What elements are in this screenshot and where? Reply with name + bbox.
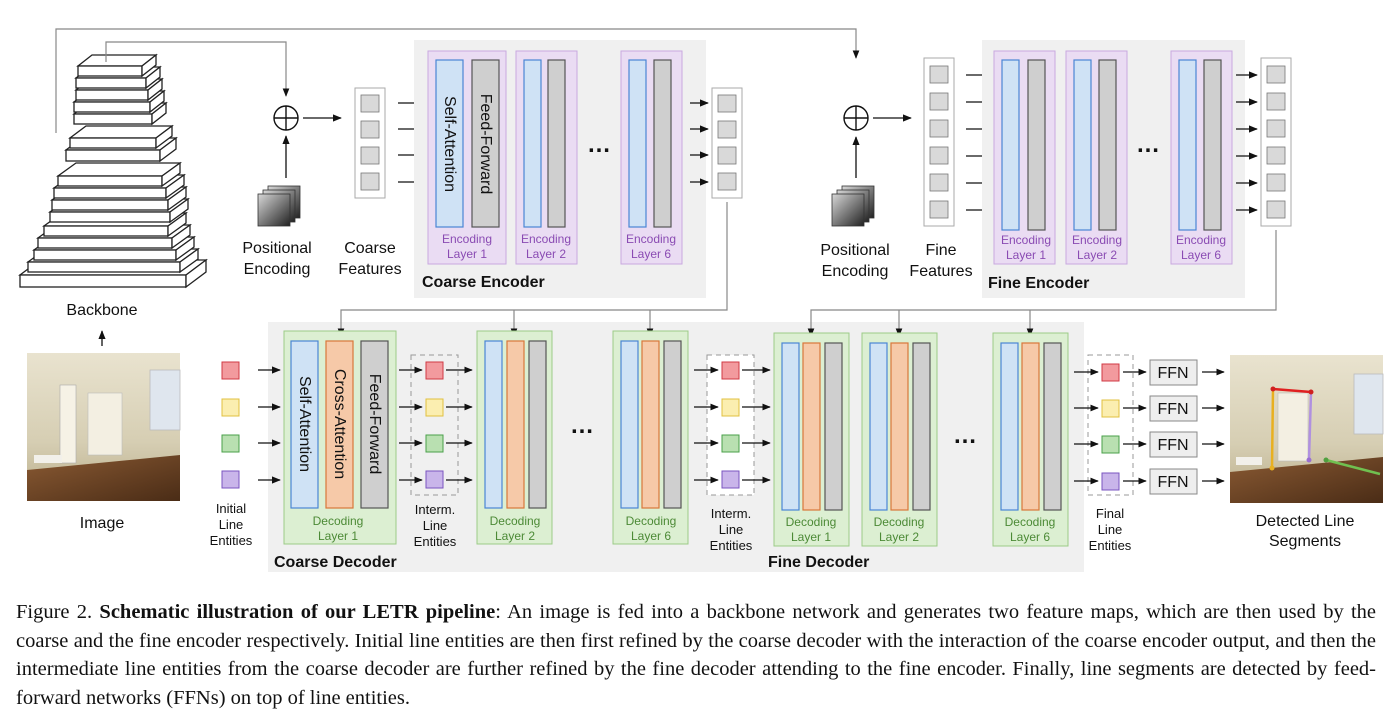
feature-map-connectors	[55, 28, 860, 133]
fine-dec-layer6-word: Decoding	[1005, 515, 1056, 529]
ffn-boxes	[1149, 359, 1198, 495]
fine-dec-layer2-word: Decoding	[874, 515, 925, 529]
coarse-enc-layer1-word: Encoding	[442, 232, 492, 246]
coarse-encoder-output-column	[711, 87, 743, 199]
coarse-dec-layer2-word: Decoding	[490, 514, 541, 528]
coarse-encoder-title: Coarse Encoder	[422, 274, 545, 291]
coarse-dec-self-attention-label: Self-Attention	[296, 376, 313, 472]
fine-features-label-1: Fine	[925, 242, 956, 259]
coarse-dec-layer6-num: Layer 6	[631, 529, 671, 543]
fine-features-label-2: Features	[909, 263, 972, 280]
coarse-decoder-title: Coarse Decoder	[274, 554, 397, 571]
coarse-enc-layer2-word: Encoding	[521, 232, 571, 246]
coarse-encoder	[414, 40, 706, 298]
between-interm-label-1: Interm.	[711, 506, 751, 521]
backbone-label: Backbone	[66, 302, 137, 319]
fine-enc-ellipsis: …	[1136, 131, 1160, 158]
coarse-enc-self-attention-label: Self-Attention	[441, 96, 458, 192]
between-decoders-arrows	[694, 366, 771, 484]
ffn-label-4: FFN	[1157, 474, 1188, 491]
coarse-dec-layer1-word: Decoding	[313, 514, 364, 528]
final-line-entities	[1087, 354, 1134, 496]
coarse-features-label-1: Coarse	[344, 240, 396, 257]
coarse-enc-layer6-num: Layer 6	[631, 247, 671, 261]
caption-title: Schematic illustration of our LETR pipel…	[99, 601, 496, 623]
final-entities-label-2: Line	[1098, 522, 1123, 537]
ffn-label-2: FFN	[1157, 401, 1188, 418]
fine-dec-ellipsis: …	[953, 422, 977, 449]
final-entity-arrows	[1074, 368, 1147, 485]
fine-enc-layer1-word: Encoding	[1001, 233, 1051, 247]
encoder-to-decoder-connectors	[337, 202, 1277, 337]
fine-dec-layer2-num: Layer 2	[879, 530, 919, 544]
fine-enc-layer6-num: Layer 6	[1181, 248, 1221, 262]
ffn-label-1: FFN	[1157, 365, 1188, 382]
fine-add-icon	[843, 105, 869, 131]
coarse-decoder-layers	[283, 330, 689, 545]
coarse-dec-feed-forward-label: Feed-Forward	[366, 374, 383, 474]
coarse-interm-label-3: Entities	[414, 534, 457, 549]
fine-dec-layer1-num: Layer 1	[791, 530, 831, 544]
fine-dec-layer6-num: Layer 6	[1010, 530, 1050, 544]
initial-entities-label-2: Line	[219, 517, 244, 532]
fine-encoder-title: Fine Encoder	[988, 275, 1089, 292]
fine-enc-layer1-num: Layer 1	[1006, 248, 1046, 262]
fine-decoder-layers	[773, 332, 1069, 547]
coarse-enc-layer1-num: Layer 1	[447, 247, 487, 261]
between-decoders-interm-entities	[706, 354, 755, 496]
coarse-enc-feed-forward-label: Feed-Forward	[477, 94, 494, 194]
backbone-stack	[18, 53, 208, 289]
final-entities-label-3: Entities	[1089, 538, 1132, 553]
fine-encoder-out-arrows	[1236, 71, 1258, 214]
coarse-dec-layer2-num: Layer 2	[495, 529, 535, 543]
coarse-dec-cross-attention-label: Cross-Attention	[331, 369, 348, 479]
coarse-enc-layer2-num: Layer 2	[526, 247, 566, 261]
coarse-positional-encoding-icon	[257, 185, 301, 227]
ffn-output-arrows	[1202, 368, 1225, 485]
image-label: Image	[80, 515, 125, 532]
coarse-interm-entities	[410, 354, 459, 496]
initial-entity-arrows	[258, 366, 281, 484]
fine-enc-layer6-word: Encoding	[1176, 233, 1226, 247]
coarse-add-icon	[273, 105, 299, 131]
coarse-enc-layer6-word: Encoding	[626, 232, 676, 246]
coarse-dec-layer6-word: Decoding	[626, 514, 677, 528]
between-interm-label-3: Entities	[710, 538, 753, 553]
fine-dec-layer1-word: Decoding	[786, 515, 837, 529]
coarse-interm-arrows	[399, 366, 473, 484]
initial-line-entities	[221, 361, 240, 489]
fine-positional-encoding-icon	[831, 185, 875, 227]
final-entities-label-1: Final	[1096, 506, 1124, 521]
fine-encoder-output-column	[1260, 57, 1292, 227]
input-image	[27, 353, 181, 501]
between-interm-label-2: Line	[719, 522, 744, 537]
coarse-positional-label-2: Encoding	[244, 261, 311, 278]
initial-entities-label-1: Initial	[216, 501, 246, 516]
output-image	[1230, 355, 1384, 503]
coarse-interm-label-1: Interm.	[415, 502, 455, 517]
pipeline-figure: Backbone Image Positional Encoding Coars…	[18, 28, 1384, 572]
fine-enc-layer2-word: Encoding	[1072, 233, 1122, 247]
coarse-encoder-out-arrows	[690, 99, 709, 186]
coarse-interm-label-2: Line	[423, 518, 448, 533]
caption-body: : An image is fed into a backbone networ…	[16, 601, 1376, 709]
ffn-label-3: FFN	[1157, 437, 1188, 454]
initial-entities-label-3: Entities	[210, 533, 253, 548]
fine-decoder-title: Fine Decoder	[768, 554, 869, 571]
fine-enc-layer2-num: Layer 2	[1077, 248, 1117, 262]
figure-caption: Figure 2. Schematic illustration of our …	[16, 598, 1376, 712]
fine-positional-label-1: Positional	[820, 242, 889, 259]
coarse-enc-ellipsis: …	[587, 131, 611, 158]
fine-positional-label-2: Encoding	[822, 263, 889, 280]
coarse-features-label-2: Features	[338, 261, 401, 278]
detected-label-2: Segments	[1269, 533, 1341, 550]
caption-prefix: Figure 2.	[16, 601, 100, 623]
coarse-features-column	[354, 87, 386, 199]
coarse-positional-label-1: Positional	[242, 240, 311, 257]
coarse-dec-layer1-num: Layer 1	[318, 529, 358, 543]
coarse-dec-ellipsis: …	[570, 412, 594, 439]
fine-features-column	[923, 57, 955, 227]
fine-encoder	[982, 40, 1245, 298]
detected-label-1: Detected Line	[1256, 513, 1355, 530]
